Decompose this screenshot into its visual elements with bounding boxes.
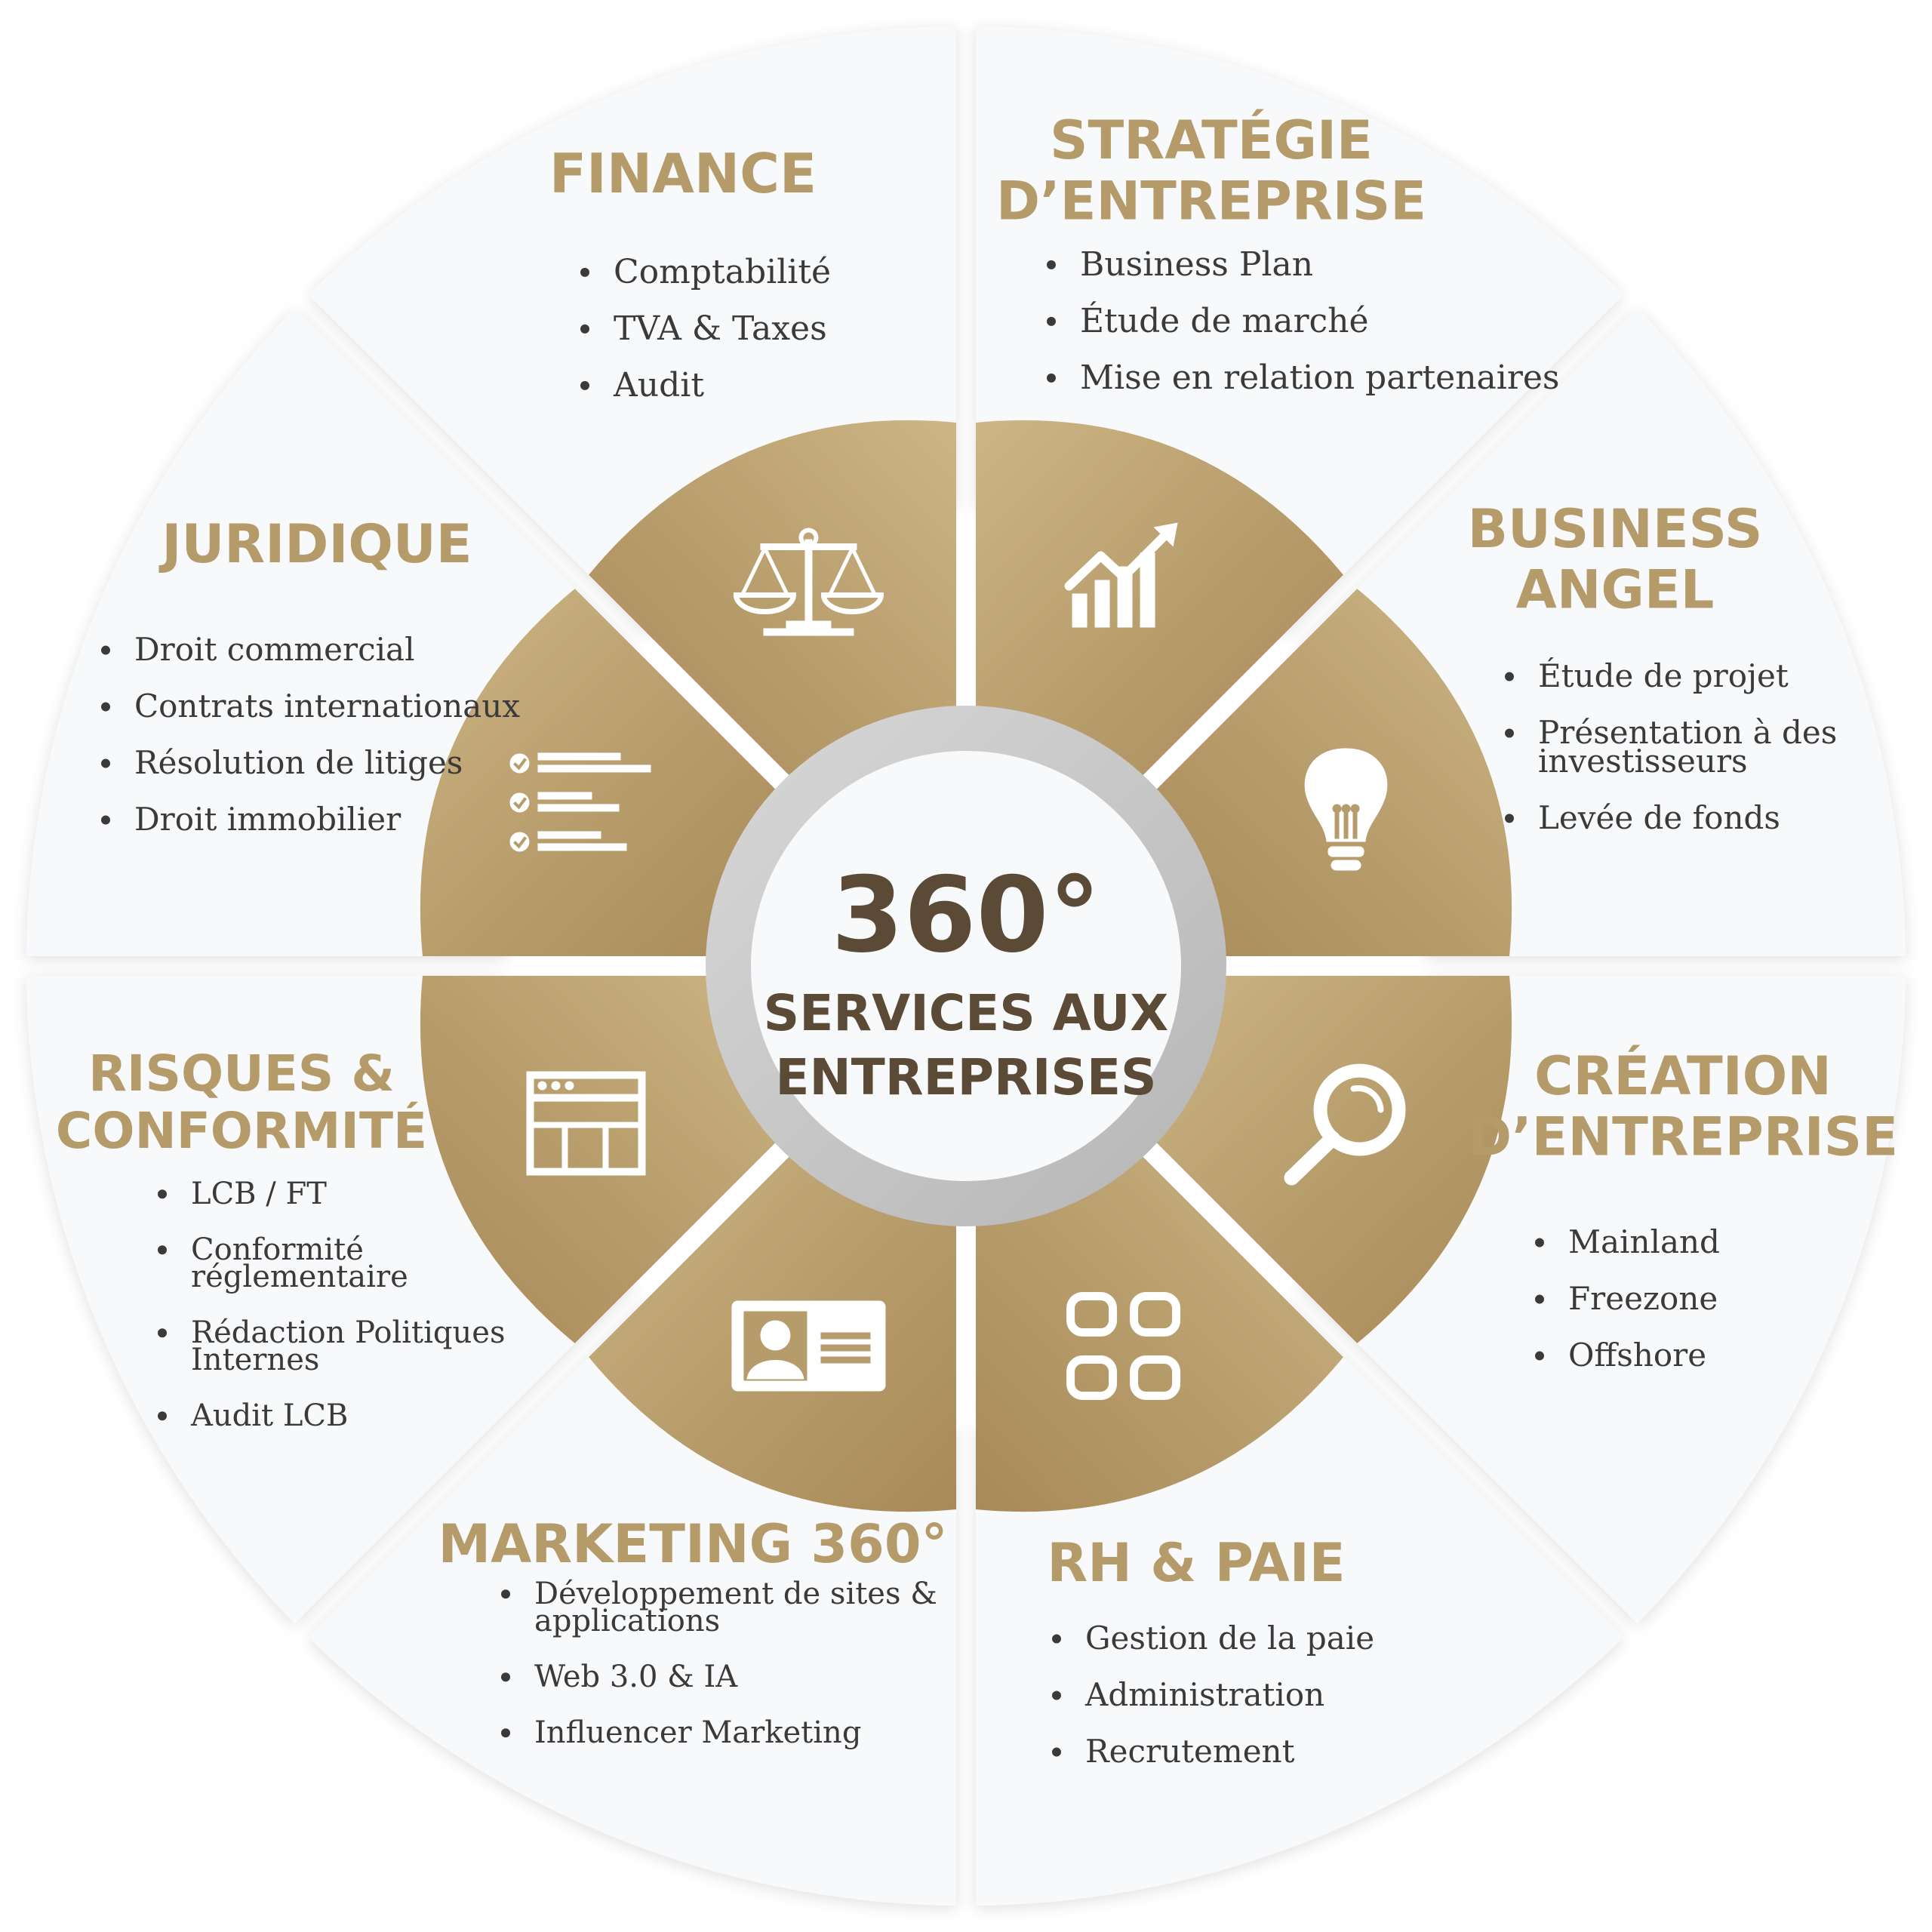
lightbulb-icon xyxy=(1304,748,1388,871)
bullet xyxy=(1535,1351,1544,1361)
section-item-strategie: Business Plan xyxy=(1080,245,1313,284)
section-title-creation: CRÉATION xyxy=(1534,1045,1832,1107)
bullet xyxy=(101,645,110,655)
section-item-business-angel: Étude de projet xyxy=(1538,657,1789,694)
section-title-risques-2: CONFORMITÉ xyxy=(56,1101,427,1160)
section-item-marketing: Web 3.0 & IA xyxy=(534,1660,738,1694)
bullet xyxy=(501,1589,510,1599)
bullet xyxy=(501,1728,510,1738)
section-item-risques: Internes xyxy=(191,1343,319,1377)
bullet xyxy=(501,1672,510,1682)
bullet xyxy=(580,380,589,390)
section-item-risques: réglementaire xyxy=(191,1260,408,1294)
center-disc xyxy=(751,751,1181,1181)
section-item-risques: LCB / FT xyxy=(191,1177,327,1211)
petal-creation xyxy=(976,1133,1343,1512)
scales-icon xyxy=(733,528,884,636)
section-title-business-angel: BUSINESS xyxy=(1468,498,1763,560)
section-item-risques: Conformité xyxy=(191,1232,364,1267)
section-item-juridique: Droit commercial xyxy=(134,631,415,668)
section-title-strategie: STRATÉGIE xyxy=(1050,109,1373,171)
bullet xyxy=(580,324,589,334)
section-item-finance: TVA & Taxes xyxy=(614,309,827,348)
bullet xyxy=(1505,672,1514,681)
growth-chart-icon xyxy=(1064,522,1178,628)
bullet xyxy=(101,815,110,825)
section-title-business-angel-2: ANGEL xyxy=(1516,559,1715,621)
petal-risques xyxy=(420,589,799,956)
apps-grid-icon xyxy=(1066,1292,1181,1401)
section-item-risques: Rédaction Politiques xyxy=(191,1315,505,1350)
section-item-marketing: applications xyxy=(534,1604,720,1638)
section-item-creation: Offshore xyxy=(1568,1337,1706,1374)
magnifier-icon xyxy=(1284,1063,1406,1186)
bullet xyxy=(101,702,110,712)
section-item-creation: Mainland xyxy=(1568,1223,1720,1260)
petal-marketing xyxy=(420,976,799,1343)
bullet xyxy=(158,1328,167,1338)
section-item-finance: Comptabilité xyxy=(614,253,831,291)
bullet xyxy=(1052,1634,1061,1644)
section-item-business-angel: Levée de fonds xyxy=(1538,799,1780,836)
bullet xyxy=(1047,260,1056,269)
section-item-risques: Audit LCB xyxy=(190,1398,348,1433)
section-item-finance: Audit xyxy=(613,366,704,405)
section-item-juridique: Droit immobilier xyxy=(134,801,401,838)
section-title-finance: FINANCE xyxy=(549,142,817,205)
bullet xyxy=(1052,1690,1061,1700)
bullet xyxy=(1505,814,1514,823)
center-line-1: SERVICES AUX xyxy=(764,984,1169,1042)
center-line-2: ENTREPRISES xyxy=(775,1048,1156,1106)
bullet xyxy=(1535,1238,1544,1247)
id-card-icon xyxy=(731,1300,886,1392)
bullet xyxy=(1052,1747,1061,1757)
section-item-marketing: Développement de sites & xyxy=(534,1577,937,1611)
section-title-risques: RISQUES & xyxy=(88,1044,395,1103)
bullet xyxy=(158,1189,167,1199)
section-item-juridique: Contrats internationaux xyxy=(134,688,520,724)
section-item-business-angel: investisseurs xyxy=(1538,743,1748,780)
section-item-strategie: Étude de marché xyxy=(1080,300,1369,340)
bullet xyxy=(1535,1294,1544,1304)
section-title-strategie-2: D’ENTREPRISE xyxy=(996,171,1426,232)
section-title-rh: RH & PAIE xyxy=(1047,1532,1345,1594)
bullet xyxy=(580,267,589,277)
checklist-icon xyxy=(509,752,651,852)
section-marketing: MARKETING 360°Développement de sites &ap… xyxy=(438,1513,947,1750)
bullet xyxy=(1505,728,1514,738)
section-item-rh: Gestion de la paie xyxy=(1085,1620,1374,1657)
section-item-rh: Recrutement xyxy=(1085,1733,1295,1770)
section-item-juridique: Résolution de litiges xyxy=(134,744,463,781)
section-item-marketing: Influencer Marketing xyxy=(534,1715,861,1750)
section-item-business-angel: Présentation à des xyxy=(1538,714,1837,751)
section-item-rh: Administration xyxy=(1084,1676,1324,1713)
section-rh: RH & PAIE Gestion de la paieAdministratio… xyxy=(1047,1532,1374,1770)
section-title-creation-2: D’ENTREPRISE xyxy=(1468,1106,1898,1168)
petal-business-angel xyxy=(1133,976,1512,1343)
bullet xyxy=(101,758,110,768)
section-item-creation: Freezone xyxy=(1568,1280,1718,1317)
browser-window-icon xyxy=(526,1071,646,1176)
section-item-strategie: Mise en relation partenaires xyxy=(1080,358,1560,397)
bullet xyxy=(1047,316,1056,326)
center-360: 360° xyxy=(831,854,1100,976)
section-risques: RISQUES &CONFORMITÉ LCB / FT Conformitérég… xyxy=(56,1044,506,1433)
section-title-marketing: MARKETING 360° xyxy=(438,1513,947,1575)
bullet xyxy=(158,1411,167,1421)
petal-finance xyxy=(976,420,1343,799)
bullet xyxy=(158,1245,167,1255)
bullet xyxy=(1047,373,1056,383)
section-title-juridique: JURIDIQUE xyxy=(158,513,472,575)
